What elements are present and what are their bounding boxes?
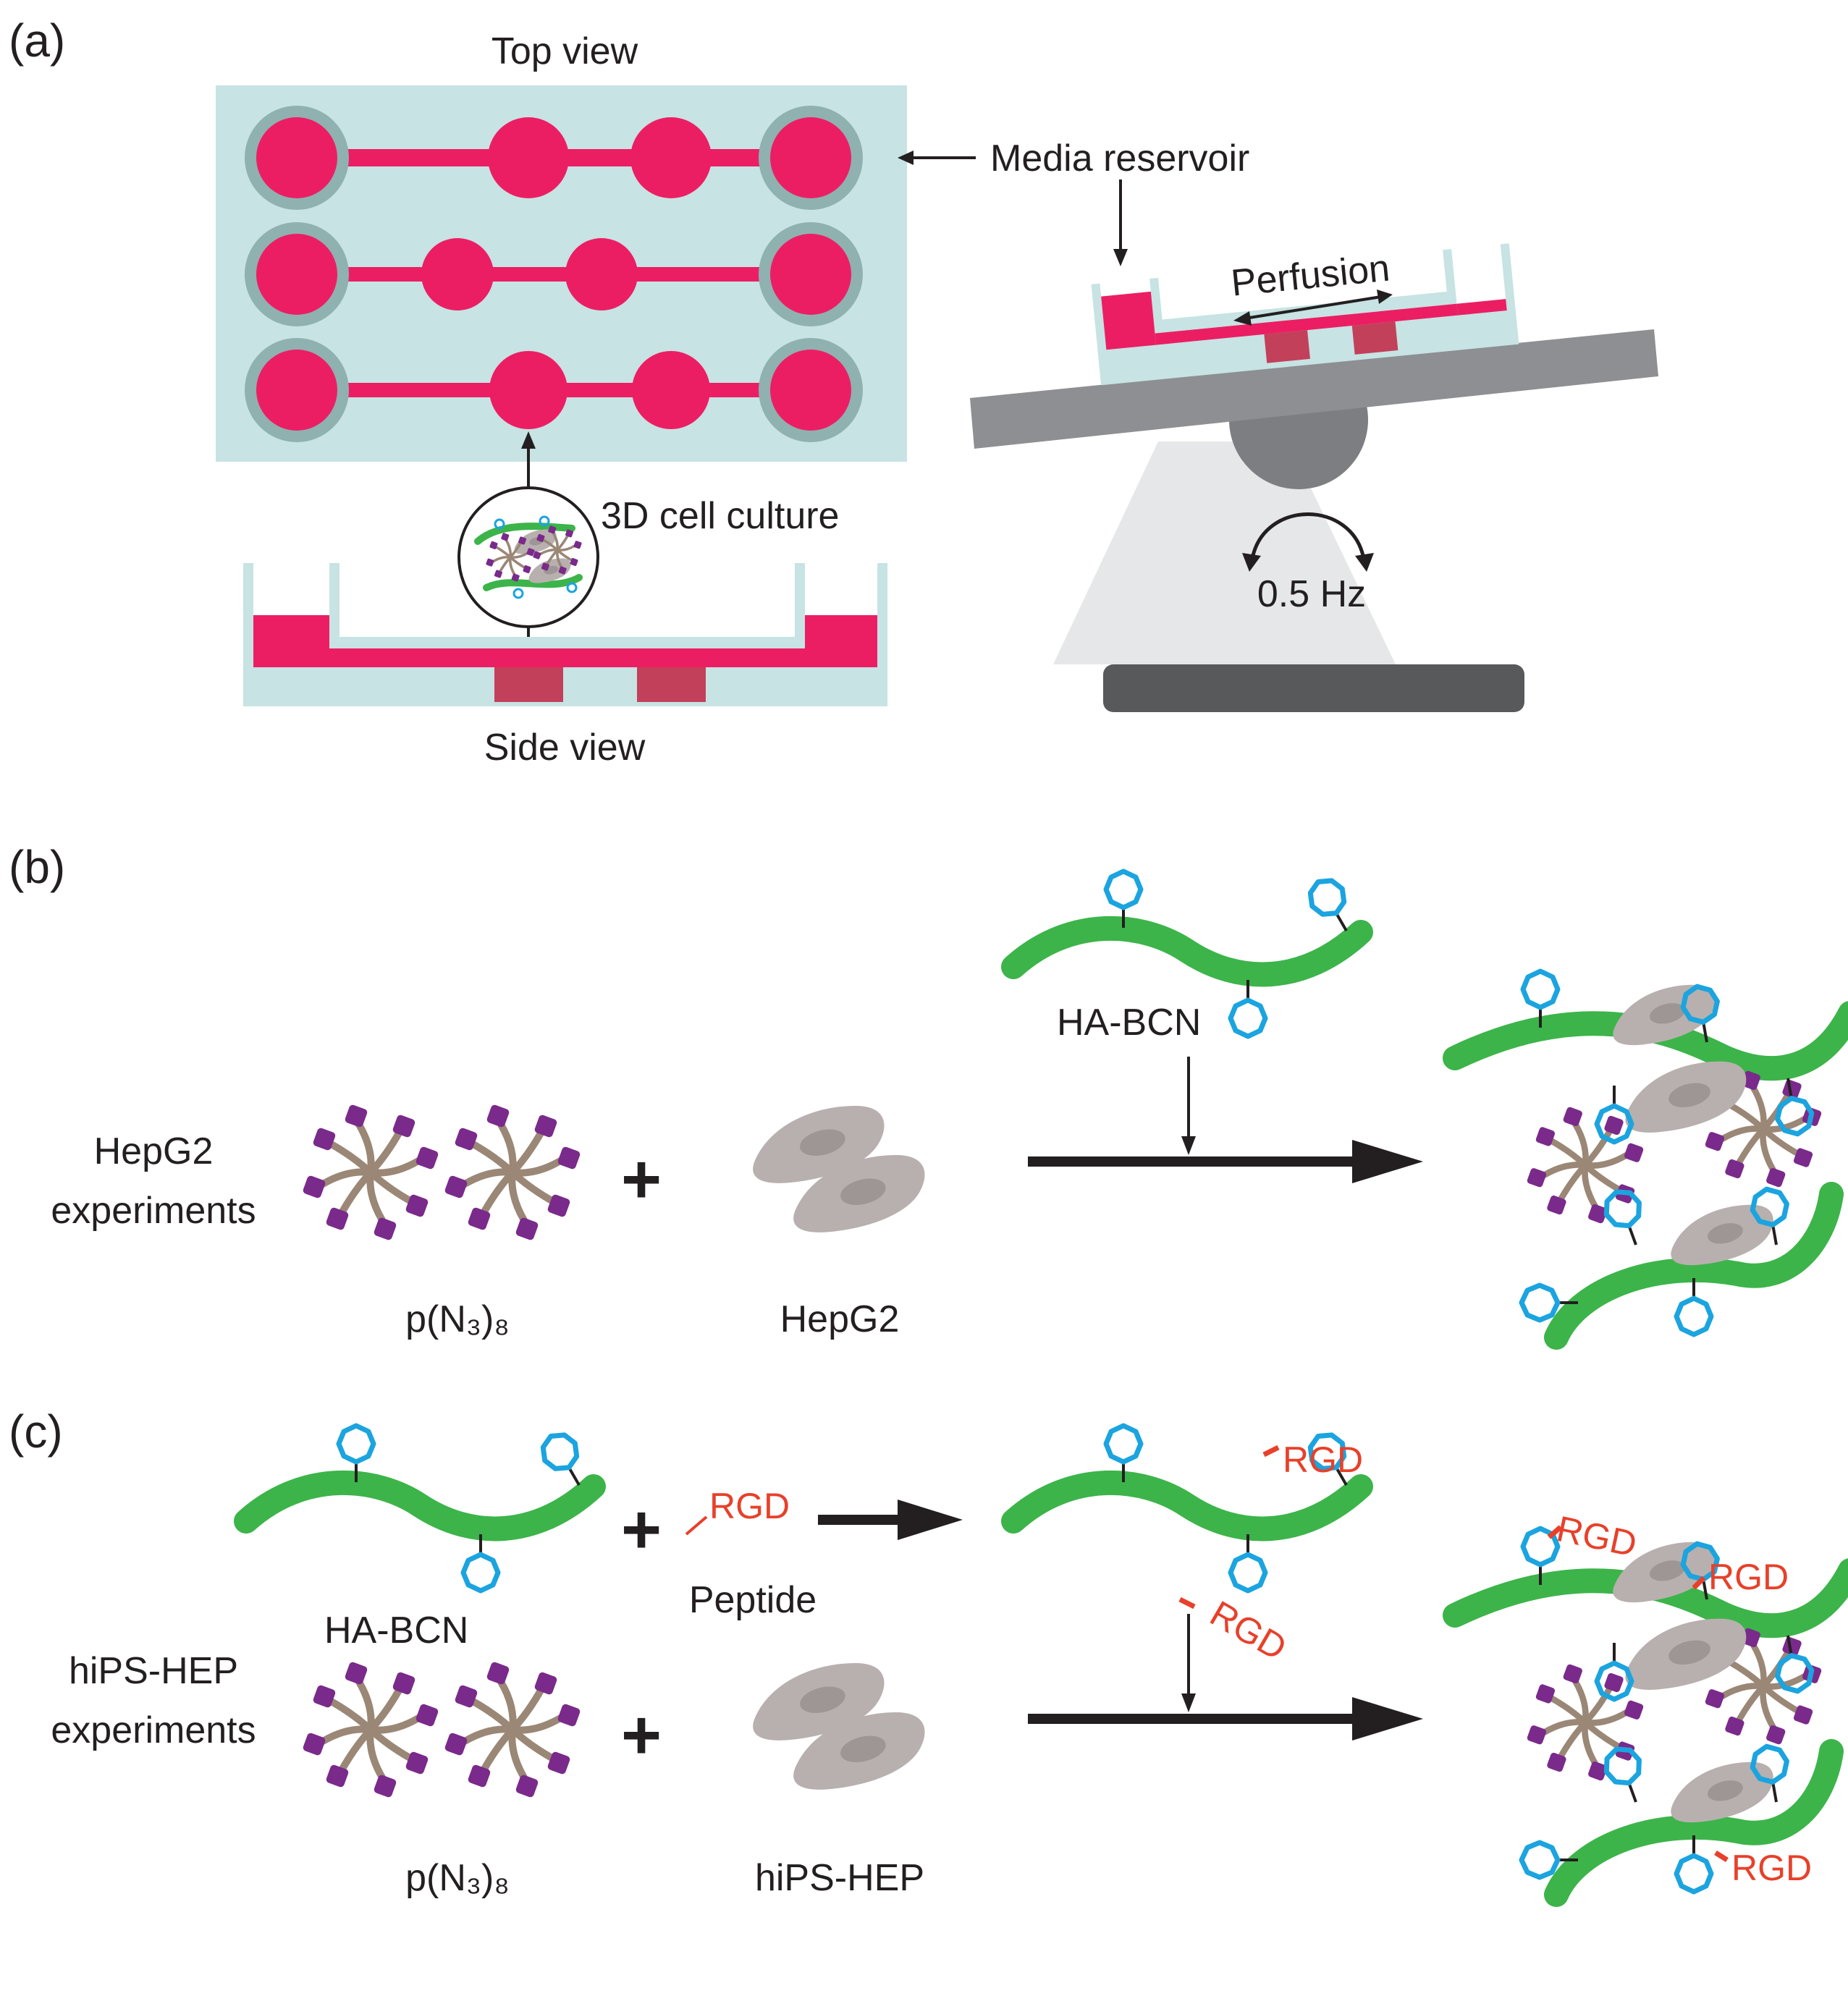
culture-inset <box>457 486 599 628</box>
hydrogel-network-b <box>1443 971 1848 1350</box>
panel-c-label: (c) <box>9 1405 63 1458</box>
channel-row-1 <box>245 106 863 210</box>
rgd-tags-network: RGD RGD RGD <box>1547 1508 1812 1888</box>
ha-bcn-polymer-c <box>246 1426 594 1591</box>
hips-hep-cells-label: hiPS-HEP <box>755 1857 924 1899</box>
channel-row-2 <box>245 222 863 326</box>
rgd-tag-polymer-1: RGD <box>1283 1439 1363 1480</box>
peptide-label: Peptide <box>689 1579 817 1621</box>
chip-side-view <box>243 563 887 706</box>
media-reservoir-arrow <box>898 151 976 165</box>
chip-top-view <box>216 85 907 462</box>
plus-c-bottom: + <box>621 1696 662 1774</box>
panel-a-label: (a) <box>9 14 65 67</box>
plus-c-top: + <box>621 1491 662 1568</box>
rgd-tag-network-2: RGD <box>1708 1557 1789 1597</box>
media-reservoir-down-arrow <box>1113 179 1128 266</box>
panel-b-label: (b) <box>9 841 65 893</box>
perfusion-label: Perfusion <box>1229 248 1391 305</box>
crosslinker-star-3 <box>302 1661 439 1798</box>
ha-bcn-label-c: HA-BCN <box>324 1610 468 1652</box>
rgd-tags-polymer: RGD RGD <box>1178 1439 1363 1668</box>
hips-hep-cells <box>753 1663 924 1790</box>
reaction-arrow-b <box>1028 1057 1423 1183</box>
tilted-chip <box>1091 243 1519 386</box>
crosslinker-star-4 <box>444 1661 581 1798</box>
coupling-arrow-c <box>818 1500 963 1540</box>
media-reservoir-label: Media reservoir <box>990 138 1249 179</box>
top-view-label: Top view <box>491 30 638 72</box>
crosslinker-label-c: p(N₃)₈ <box>405 1857 510 1899</box>
rgd-tag-network-3: RGD <box>1731 1848 1812 1888</box>
hepg2-cells-label: HepG2 <box>780 1298 900 1340</box>
side-view-label: Side view <box>484 727 646 769</box>
frequency-label: 0.5 Hz <box>1257 573 1366 615</box>
channel-row-3 <box>245 338 863 442</box>
rgd-peptide-tag: RGD <box>709 1486 790 1526</box>
crosslinker-star-1 <box>302 1104 439 1240</box>
hips-experiment-label-line1: hiPS-HEP <box>69 1650 238 1692</box>
hepg2-experiment-label-line1: HepG2 <box>94 1130 214 1172</box>
crosslinker-star-2 <box>444 1104 581 1240</box>
plus-b: + <box>621 1141 662 1218</box>
hips-experiment-label-line2: experiments <box>51 1709 256 1751</box>
rocking-arrow <box>1242 512 1374 572</box>
rgd-peptide-linker <box>685 1515 708 1536</box>
hepg2-experiment-label-line2: experiments <box>51 1190 256 1232</box>
hydrogel-network-c <box>1443 1528 1848 1907</box>
hepg2-cells <box>753 1106 924 1232</box>
ha-bcn-label-b: HA-BCN <box>1057 1002 1201 1044</box>
crosslinker-label-b: p(N₃)₈ <box>405 1298 510 1340</box>
rgd-tag-network-1: RGD <box>1553 1508 1640 1565</box>
perfusion-arrow <box>1233 289 1393 326</box>
rocker <box>970 243 1658 712</box>
reaction-arrow-c <box>1028 1614 1423 1741</box>
culture-label: 3D cell culture <box>601 495 839 537</box>
rgd-tag-polymer-2: RGD <box>1204 1593 1294 1668</box>
